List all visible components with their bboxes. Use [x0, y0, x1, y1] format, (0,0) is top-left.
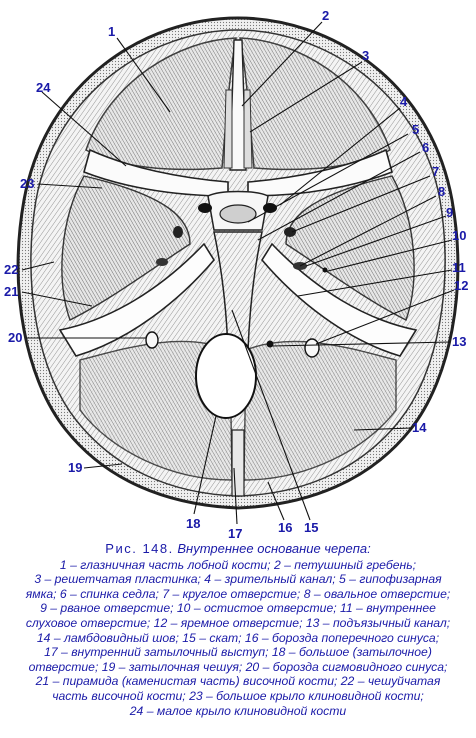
label-3: 3 — [362, 48, 369, 63]
label-20: 20 — [8, 330, 22, 345]
sella-and-clivus — [207, 190, 269, 351]
label-5: 5 — [412, 122, 419, 137]
label-24: 24 — [36, 80, 51, 95]
label-21: 21 — [4, 284, 18, 299]
foramina — [145, 203, 328, 358]
caption-line: 21 – пирамида (каменистая часть) височно… — [35, 674, 441, 689]
label-4: 4 — [400, 94, 408, 109]
skull-base-illustration: 1 2 3 4 5 6 7 8 9 10 11 12 13 14 15 16 1… — [4, 8, 468, 540]
caption-line: 9 – рваное отверстие; 10 – остистое отве… — [40, 601, 436, 616]
label-12: 12 — [454, 278, 468, 293]
caption-line: 24 – малое крыло клиновидной кости — [129, 703, 347, 718]
caption-line: 3 – решетчатая пластинка; 4 – зрительный… — [34, 572, 442, 587]
label-16: 16 — [278, 520, 292, 535]
caption-line: 17 – внутренний затылочный выступ; 18 – … — [44, 645, 432, 660]
label-19: 19 — [68, 460, 82, 475]
caption-line: 1 – глазничная часть лобной кости; 2 – п… — [59, 557, 417, 572]
leader-lines — [21, 21, 455, 525]
label-7: 7 — [432, 164, 439, 179]
label-18: 18 — [186, 516, 200, 531]
anterior-cranial-fossa — [85, 37, 391, 171]
label-14: 14 — [412, 420, 427, 435]
caption-line: отверстие; 19 – затылочная чешуя; 20 – б… — [28, 659, 448, 674]
caption-title: Внутреннее основание черепа: — [177, 541, 371, 556]
caption-title-row: Рис. 148. Внутреннее основание черепа: — [6, 541, 470, 557]
label-15: 15 — [304, 520, 318, 535]
label-13: 13 — [452, 334, 466, 349]
caption-line: слуховое отверстие; 12 – яремное отверст… — [25, 615, 451, 630]
caption-line: часть височной кости; 23 – большое крыло… — [52, 688, 424, 703]
label-23: 23 — [20, 176, 34, 191]
caption-line: ямка; 6 – спинка седла; 7 – круглое отве… — [25, 586, 451, 601]
label-8: 8 — [438, 184, 445, 199]
label-numbers: 1 2 3 4 5 6 7 8 9 10 11 12 13 14 15 16 1… — [4, 8, 468, 540]
label-11: 11 — [452, 260, 466, 275]
label-2: 2 — [322, 8, 329, 23]
caption-figure-number: Рис. 148. — [105, 541, 174, 556]
label-17: 17 — [228, 526, 242, 540]
label-10: 10 — [452, 228, 466, 243]
label-22: 22 — [4, 262, 18, 277]
skull-base-drawing: 1 2 3 4 5 6 7 8 9 10 11 12 13 14 15 16 1… — [4, 8, 468, 540]
figure-caption: Рис. 148. Внутреннее основание черепа: 1… — [6, 541, 470, 718]
caption-line: 14 – ламбдовидный шов; 15 – скат; 16 – б… — [36, 630, 440, 645]
foramen-magnum — [195, 333, 257, 419]
label-6: 6 — [422, 140, 429, 155]
label-1: 1 — [108, 24, 115, 39]
petrous-pyramids — [58, 242, 418, 357]
label-9: 9 — [446, 205, 453, 220]
